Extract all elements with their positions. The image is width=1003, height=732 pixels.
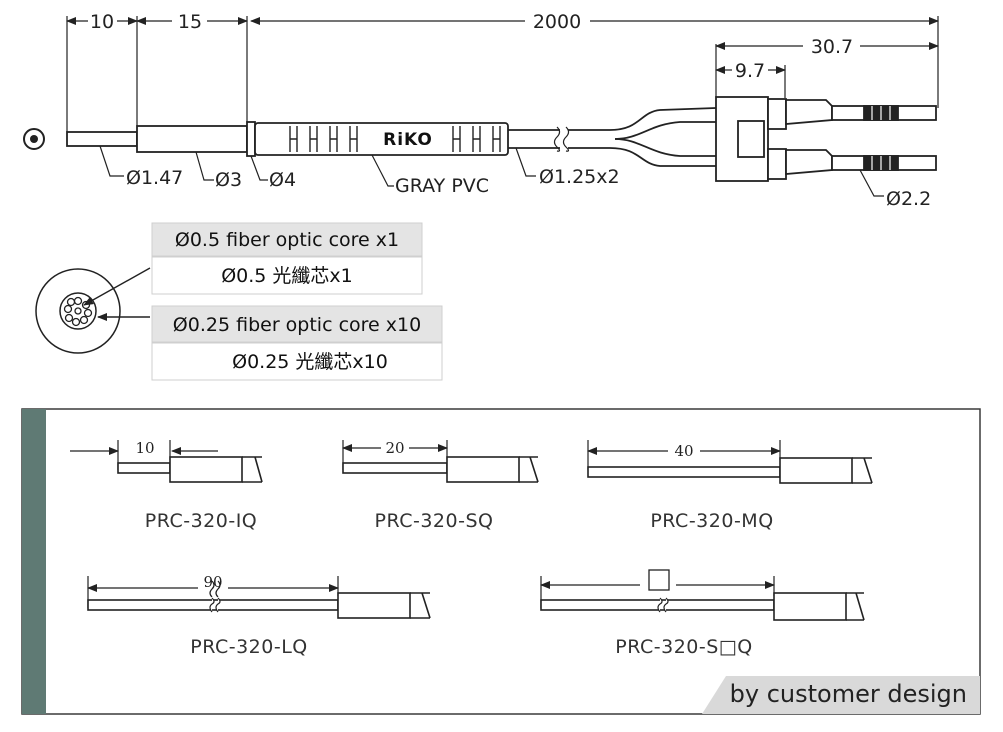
core-spec-table-1: Ø0.5 fiber optic core x1 Ø0.5 光纖芯x1 [151,222,423,295]
dim-30-7: 30.7 [811,36,853,58]
riko-logo: RiKO [383,130,433,150]
variant-lq-length: 90 [203,573,222,591]
cable [508,107,717,167]
variant-custom-code: PRC-320-S□Q [615,636,752,658]
variants-panel [21,408,981,715]
dim-15: 15 [178,11,202,33]
core-row1-zh: Ø0.5 光纖芯x1 [221,265,353,287]
core-row1-en: Ø0.5 fiber optic core x1 [175,229,399,251]
callout-leaders [99,145,884,197]
variant-iq-code: PRC-320-IQ [145,510,258,532]
core-row2-zh: Ø0.25 光纖芯x10 [232,351,388,373]
variant-iq-length: 10 [135,439,154,457]
top-dimension-lines [66,16,939,132]
dim-9-7: 9.7 [735,60,765,82]
callout-dia-1-47: Ø1.47 [126,167,183,189]
variant-sq-length: 20 [385,439,404,457]
callout-dia-4: Ø4 [269,169,296,191]
variant-iq-drawing [70,440,263,483]
core-row2-en: Ø0.25 fiber optic core x10 [173,314,421,336]
connector-stripes [871,106,891,170]
variant-lq-drawing [87,576,431,619]
variant-mq-length: 40 [674,442,693,460]
callout-dia-2-2: Ø2.2 [886,188,931,210]
variant-sq-drawing [342,440,539,483]
variant-mq-code: PRC-320-MQ [650,510,773,532]
probe-body [66,121,509,157]
customer-design-badge: by customer design [702,676,980,714]
connector [715,96,937,182]
dim-10: 10 [90,11,114,33]
variant-sq-code: PRC-320-SQ [375,510,494,532]
callout-gray-pvc: GRAY PVC [395,175,489,197]
variant-lq-code: PRC-320-LQ [190,636,308,658]
variant-custom-drawing [540,569,865,621]
sleeve-grip-pattern [289,126,501,152]
variant-mq-drawing [587,440,873,484]
core-spec-table-2: Ø0.25 fiber optic core x10 Ø0.25 光纖芯x10 [151,305,443,381]
callout-dia-3: Ø3 [215,169,242,191]
callout-dia-1-25x2: Ø1.25x2 [539,166,620,188]
cable-cross-section [35,267,151,354]
customer-design-label: by customer design [730,680,967,708]
end-view-icon [23,128,45,150]
dim-2000: 2000 [533,11,581,33]
